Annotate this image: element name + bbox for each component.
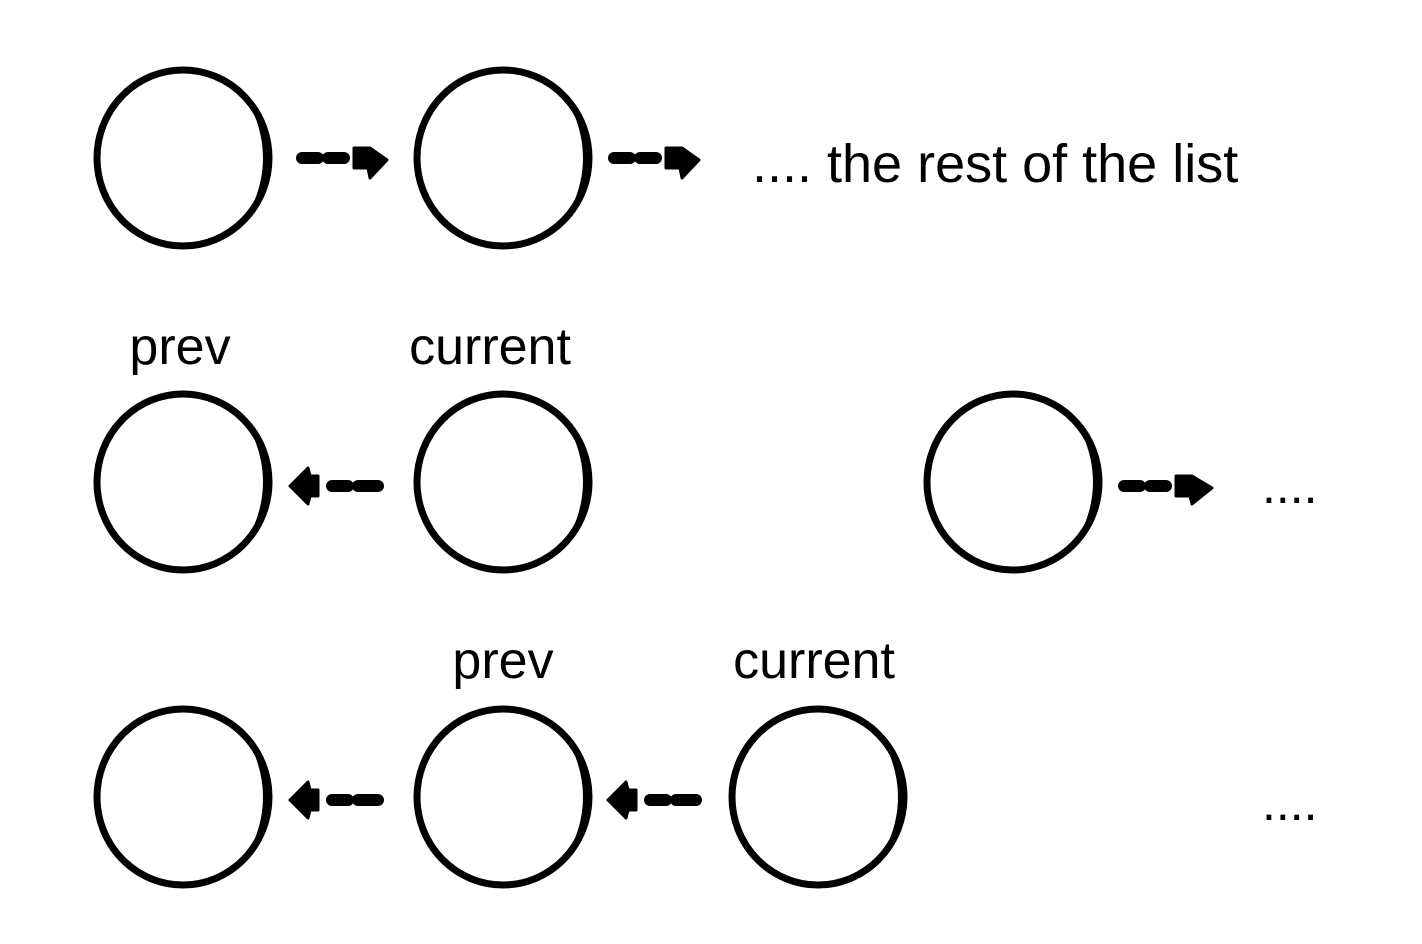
row-second-reversal-step: prev current ....	[93, 632, 1318, 889]
list-node	[413, 66, 593, 250]
ellipsis-label: ....	[1262, 458, 1318, 514]
ellipsis-label: ....	[1262, 775, 1318, 831]
reversed-pointer-arrow	[288, 466, 384, 506]
next-pointer-arrow	[296, 146, 389, 180]
row-original-list: .... the rest of the list	[93, 66, 1238, 250]
prev-label: prev	[452, 632, 553, 690]
list-node	[93, 705, 273, 889]
list-node	[93, 390, 273, 574]
list-node	[413, 705, 593, 889]
list-node	[728, 705, 908, 889]
reversed-pointer-arrow	[288, 780, 384, 820]
reversed-pointer-arrow	[606, 780, 702, 820]
rest-of-list-label: .... the rest of the list	[752, 134, 1238, 194]
row-first-reversal-step: prev current ....	[93, 318, 1318, 574]
list-node	[93, 66, 273, 250]
next-pointer-arrow	[608, 146, 701, 180]
list-node	[413, 390, 593, 574]
current-label: current	[409, 318, 571, 376]
next-pointer-arrow	[1118, 474, 1214, 506]
current-label: current	[733, 632, 895, 690]
prev-label: prev	[129, 318, 230, 376]
list-node	[923, 390, 1103, 574]
